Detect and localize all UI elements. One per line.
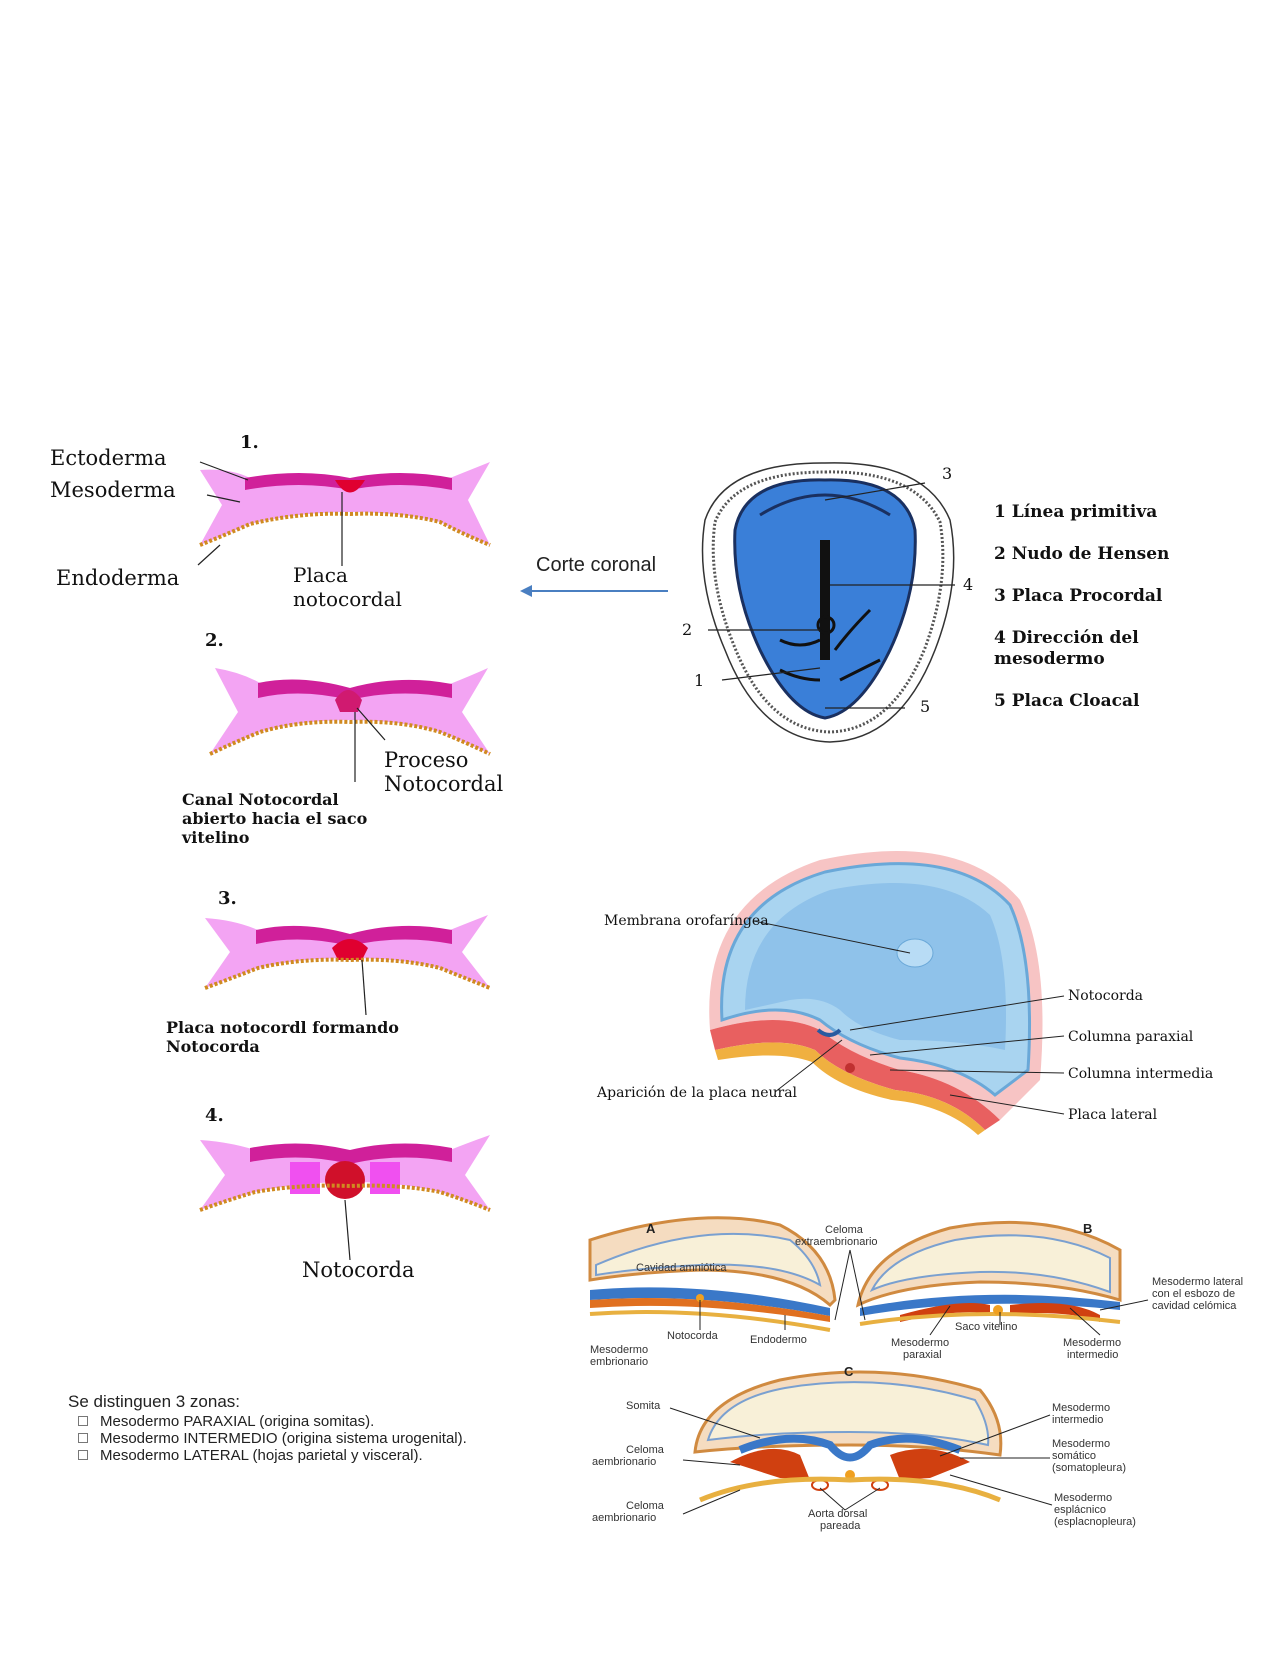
plate-label-2: notocordal [293,587,402,611]
lateral-plate-label: Placa lateral [1068,1107,1158,1123]
c-somatic-label-3: (somatopleura) [1052,1462,1126,1474]
zone-item-intermediate: Mesodermo INTERMEDIO (origina sistema ur… [68,1430,467,1447]
intermediate-column-label: Columna intermedia [1068,1066,1214,1082]
checkbox-icon [78,1450,88,1460]
zone-item-label: Mesodermo LATERAL (hojas parietal y visc… [100,1447,423,1464]
c-somatic-label-1: Mesodermo [1052,1438,1111,1450]
paraxial-meso-label-1: Mesodermo [891,1337,950,1349]
zone-item-paraxial: Mesodermo PARAXIAL (origina somitas). [68,1413,467,1430]
stage-3-number: 3. [218,888,237,909]
yolk-sac-label: Saco vitelino [955,1321,1018,1333]
lateral-meso-label-1: Mesodermo lateral [1152,1276,1244,1288]
celoma-extra-label-2: extraembrionario [795,1236,878,1248]
c-splanchnic-label-3: (esplacnopleura) [1054,1516,1136,1528]
endoderm-section-label: Endodermo [750,1334,807,1346]
celoma-extra-label-1: Celoma [825,1224,863,1236]
disc-num-5: 5 [920,697,931,716]
disc-legend-4b: mesodermo [994,649,1105,669]
embryonic-meso-label-1: Mesodermo [590,1344,649,1356]
canal-label-2: abierto hacia el saco [182,809,368,828]
arrow-left-icon [520,585,668,597]
stage-2-number: 2. [205,630,224,651]
coelom-c-label-3: Celoma [626,1500,664,1512]
plate-label-1: Placa [293,563,348,587]
stage-2-drawing [209,668,491,782]
disc-num-4: 4 [963,575,974,594]
zone-item-label: Mesodermo INTERMEDIO (origina sistema ur… [100,1430,467,1447]
orofaringea-label: Membrana orofaríngea [604,913,769,929]
stage-4-caption: Notocorda [302,1258,415,1282]
canal-label-1: Canal Notocordal [182,790,339,809]
c-somatic-label-2: somático [1052,1450,1097,1462]
lateral-meso-label-3: cavidad celómica [1152,1300,1237,1312]
canal-label-3: vitelino [182,828,250,847]
section-a-letter: A [646,1221,656,1236]
stage-1-drawing [197,461,491,566]
disc-legend-4a: 4 Dirección del [994,628,1139,648]
process-label-1: Proceso [384,748,469,772]
somite-label: Somita [626,1400,661,1412]
paraxial-meso-label-2: paraxial [903,1349,942,1361]
intermediate-meso-label-1: Mesodermo [1063,1337,1122,1349]
stage-1-number: 1. [240,432,259,453]
coelom-c-label-2: aembrionario [592,1456,657,1468]
zones-title: Se distinguen 3 zonas: [68,1392,241,1411]
cross-sections-drawing [588,1216,1149,1515]
stage-3-caption-1: Placa notocordl formando [166,1018,399,1037]
disc-drawing [701,462,955,743]
coelom-c-label-1: Celoma [626,1444,664,1456]
stage-3-caption-2: Notocorda [166,1037,260,1056]
amniotic-cavity-label: Cavidad amniótica [636,1262,727,1274]
stage-4-drawing [199,1135,491,1261]
coelom-c-label-4: aembrionario [592,1512,657,1524]
zone-item-label: Mesodermo PARAXIAL (origina somitas). [100,1413,375,1430]
section-b-letter: B [1083,1221,1093,1236]
checkbox-icon [78,1416,88,1426]
embryo-3d-drawing [709,851,1065,1135]
intermediate-meso-label-2: intermedio [1067,1349,1119,1361]
disc-num-1: 1 [694,671,705,690]
dorsal-aorta-label-2: pareada [820,1520,861,1532]
disc-num-2: 2 [682,620,693,639]
disc-num-3: 3 [942,464,953,483]
c-intermediate-label-1: Mesodermo [1052,1402,1111,1414]
process-label-2: Notocordal [384,772,504,796]
notochord-label: Notocorda [1068,988,1144,1004]
disc-legend-1: 1 Línea primitiva [994,502,1158,522]
dorsal-aorta-label-1: Aorta dorsal [808,1508,868,1520]
c-splanchnic-label-2: esplácnico [1054,1504,1106,1516]
coronal-cut-label: Corte coronal [536,554,657,576]
disc-legend-2: 2 Nudo de Hensen [994,544,1170,564]
neural-plate-label: Aparición de la placa neural [597,1085,798,1101]
embryonic-meso-label-2: embrionario [590,1356,649,1368]
disc-legend-3: 3 Placa Procordal [994,586,1163,606]
endoderm-label: Endoderma [56,566,180,590]
stage-3-drawing [204,915,491,1016]
section-notochord-label: Notocorda [667,1330,718,1342]
c-intermediate-label-2: intermedio [1052,1414,1104,1426]
disc-legend-5: 5 Placa Cloacal [994,691,1140,711]
c-splanchnic-label-1: Mesodermo [1054,1492,1113,1504]
stage-4-number: 4. [205,1105,224,1126]
zone-item-lateral: Mesodermo LATERAL (hojas parietal y visc… [68,1447,467,1464]
zones-block: Se distinguen 3 zonas: Mesodermo PARAXIA… [68,1392,467,1464]
mesoderm-label: Mesoderma [50,478,176,502]
ectoderm-label: Ectoderma [50,446,167,470]
checkbox-icon [78,1433,88,1443]
lateral-meso-label-2: con el esbozo de [1152,1288,1236,1300]
paraxial-column-label: Columna paraxial [1068,1029,1194,1045]
section-c-letter: C [844,1364,854,1379]
